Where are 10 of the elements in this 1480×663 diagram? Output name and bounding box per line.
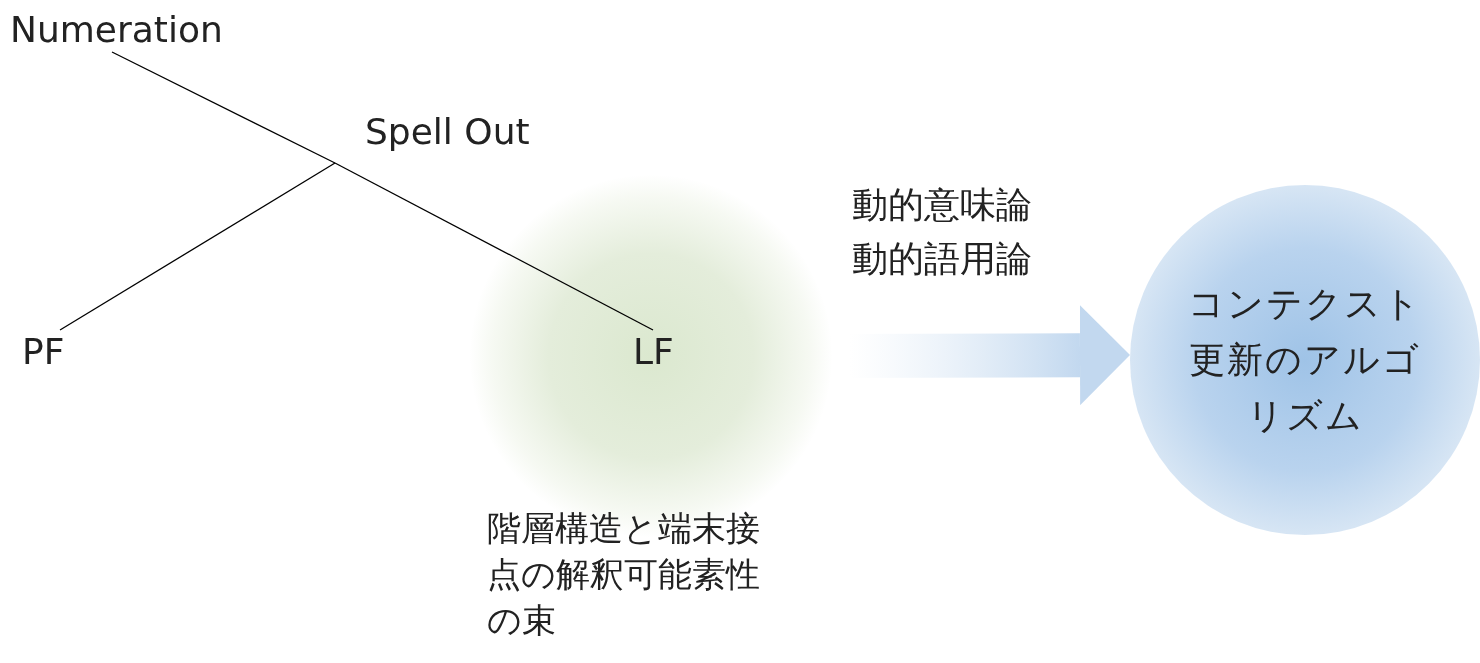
circle-caption: 階層構造と端末接点の解釈可能素性の束 <box>487 507 761 642</box>
tree-node-label: LF <box>633 330 674 374</box>
tree-branch-line <box>334 162 654 331</box>
tree-node-label: Spell Out <box>335 110 530 163</box>
edge-label: 動的意味論動的語用論 <box>852 183 1033 281</box>
tree-branch-line <box>59 162 336 331</box>
tree-node-label: Numeration <box>10 8 223 52</box>
node-label: コンテクスト更新のアルゴリズム <box>1187 282 1423 438</box>
tree-branch-line <box>111 51 336 164</box>
tree-node-label: PF <box>22 330 65 374</box>
